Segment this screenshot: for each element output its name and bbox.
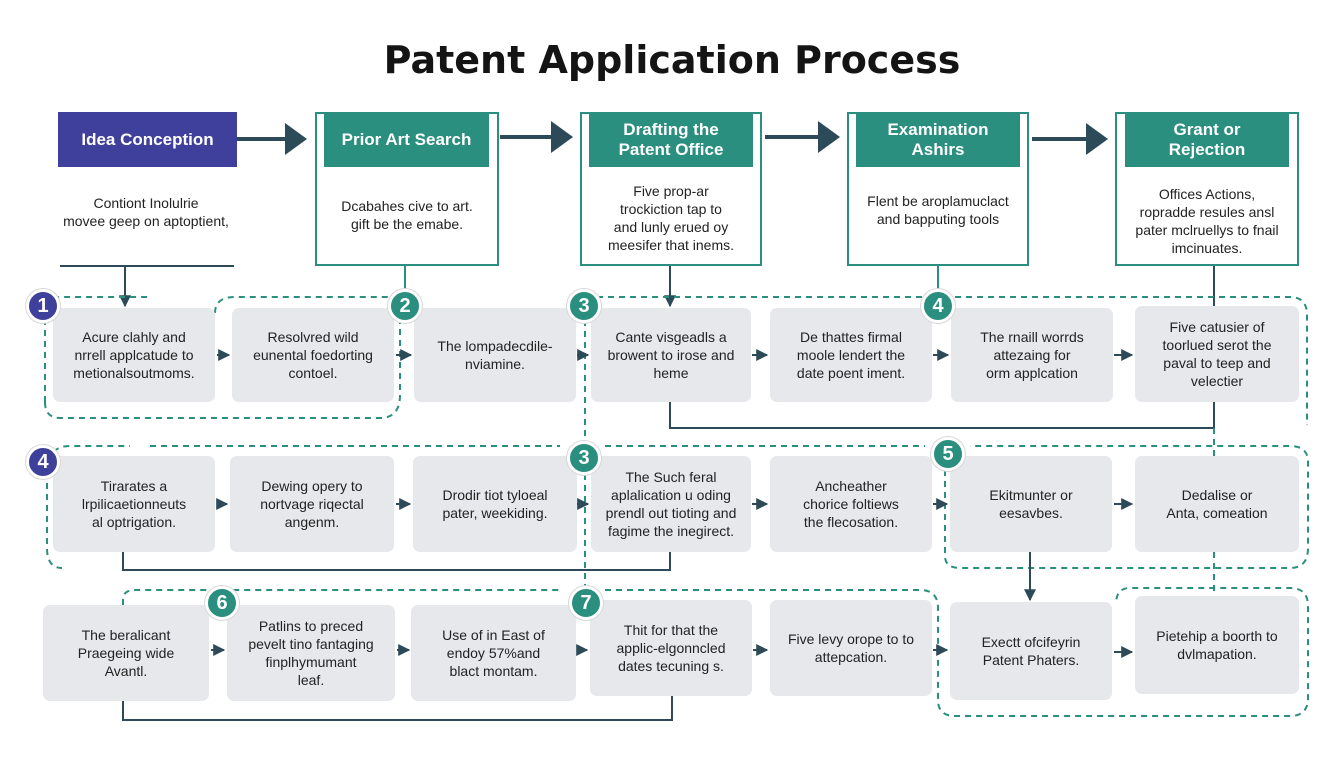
step-card: Use of in East of endoy 57%and blact mon… bbox=[411, 605, 576, 701]
step-card: De thattes firmal moole lendert the date… bbox=[770, 308, 932, 402]
step-card: Dedalise or Anta, comeation bbox=[1135, 456, 1299, 552]
step-card: Five catusier of toorlued serot the pava… bbox=[1135, 306, 1299, 402]
stage-arrow-head bbox=[1086, 123, 1108, 155]
stage-desc-prior-art-search: Dcabahes cive to art. gift be the emabe. bbox=[341, 198, 473, 232]
step-badge: 4 bbox=[26, 445, 60, 479]
step-badge: 1 bbox=[26, 289, 60, 323]
step-card: The rnaill worrds attezaing for orm appl… bbox=[951, 308, 1113, 402]
step-badge: 3 bbox=[567, 289, 601, 323]
connector-path bbox=[122, 696, 673, 721]
stage-desc-grant-or-rejection: Offices Actions, ropradde resules ansl p… bbox=[1135, 186, 1279, 256]
connector-path bbox=[122, 589, 560, 605]
step-card: Thit for that the applic-elgonncled date… bbox=[590, 600, 752, 696]
step-badge: 5 bbox=[931, 437, 965, 471]
connector-path bbox=[669, 402, 1215, 429]
step-card: Drodir tiot tyloeal pater, weekiding. bbox=[413, 456, 577, 552]
step-badge: 6 bbox=[205, 586, 239, 620]
step-card: Five levy orope to to attepcation. bbox=[770, 600, 932, 696]
step-badge: 4 bbox=[921, 289, 955, 323]
stage-header-prior-art-search: Prior Art Search bbox=[324, 112, 489, 167]
step-card: Ancheather chorice foltiews the flecosat… bbox=[770, 456, 932, 552]
step-badge: 2 bbox=[388, 289, 422, 323]
step-card: Ekitmunter or eesavbes. bbox=[950, 456, 1112, 552]
stage-header-drafting: Drafting the Patent Office bbox=[589, 112, 753, 167]
stage-desc-drafting: Five prop-ar trockiction tap to and lunl… bbox=[607, 183, 735, 253]
step-card: Acure clahly and nrrell applcatude to me… bbox=[53, 308, 215, 402]
connector-path bbox=[955, 296, 1308, 425]
step-card: Tirarates a lrpilicaetionneuts al optrig… bbox=[53, 456, 215, 552]
stage-header-idea-conception: Idea Conception bbox=[58, 112, 237, 167]
page-title: Patent Application Process bbox=[383, 38, 961, 82]
step-card: Exectt ofcifeyrin Patent Phaters. bbox=[950, 602, 1112, 700]
step-card: Dewing opery to nortvage riqectal angenm… bbox=[230, 456, 394, 552]
step-card: The lompadecdile- nviamine. bbox=[414, 308, 576, 402]
stage-header-examination: Examination Ashirs bbox=[856, 112, 1020, 167]
step-card: Patlins to preced pevelt tino fantaging … bbox=[227, 605, 395, 701]
stage-desc-idea-conception: Contiont Inolulrie movee geep on aptopti… bbox=[63, 195, 229, 229]
connector-path bbox=[122, 552, 671, 571]
stage-arrow-head bbox=[818, 121, 840, 153]
step-card: Pietehip a boorth to dvlmapation. bbox=[1135, 596, 1299, 694]
step-card: The Such feral aplalication u oding pren… bbox=[591, 456, 751, 552]
stage-header-grant-or-rejection: Grant or Rejection bbox=[1125, 112, 1289, 167]
stage-arrow-head bbox=[551, 121, 573, 153]
step-card: Cante visgeadls a browent to irose and h… bbox=[591, 308, 751, 402]
connector-path bbox=[46, 472, 63, 569]
stage-desc-examination: Flent be aroplamuclact and bapputing too… bbox=[867, 193, 1009, 227]
step-badge: 7 bbox=[569, 586, 603, 620]
step-badge: 3 bbox=[567, 441, 601, 475]
connector-path bbox=[944, 445, 1309, 569]
stage-arrow-head bbox=[285, 123, 307, 155]
step-card: Resolvred wild eunental foedorting conto… bbox=[232, 308, 394, 402]
step-card: The beralicant Praegeing wide Avantl. bbox=[43, 605, 209, 701]
